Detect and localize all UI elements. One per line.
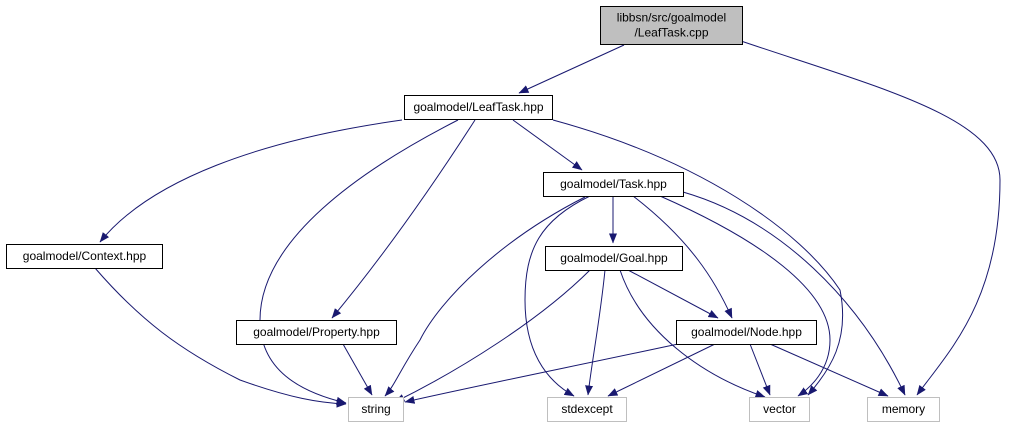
edge-leaftask_cpp-to-leaftask_hpp xyxy=(518,44,625,94)
edge-node_hpp-to-memory xyxy=(769,343,889,397)
node-box xyxy=(543,172,684,197)
node-box xyxy=(348,397,404,422)
edge-task_hpp-to-stdexcept xyxy=(524,195,591,397)
node-label: memory xyxy=(882,402,925,416)
node-property_hpp[interactable]: goalmodel/Property.hpp xyxy=(236,320,397,345)
node-label: goalmodel/LeafTask.hpp xyxy=(413,100,543,114)
edge-context_hpp-to-string xyxy=(94,267,347,408)
edge-leaftask_hpp-to-vector xyxy=(552,119,844,396)
node-box xyxy=(749,397,810,422)
edge-goal_hpp-to-node_hpp xyxy=(627,269,719,319)
node-leaftask_cpp[interactable]: libbsn/src/goalmodel/LeafTask.cpp xyxy=(600,6,743,45)
node-label: goalmodel/Property.hpp xyxy=(253,325,380,339)
node-label: goalmodel/Task.hpp xyxy=(560,177,667,191)
edge-goal_hpp-to-vector xyxy=(619,269,766,398)
node-stdexcept: stdexcept xyxy=(547,397,627,422)
edge-task_hpp-to-string xyxy=(384,196,586,397)
node-box xyxy=(547,397,627,422)
edge-property_hpp-to-string xyxy=(342,343,373,396)
edge-node_hpp-to-vector xyxy=(749,343,771,396)
node-node_hpp[interactable]: goalmodel/Node.hpp xyxy=(676,320,817,345)
node-label: string xyxy=(361,402,390,416)
node-label: stdexcept xyxy=(561,402,613,416)
edge-node_hpp-to-string xyxy=(404,343,679,404)
node-leaftask_hpp[interactable]: goalmodel/LeafTask.hpp xyxy=(404,95,553,120)
node-box xyxy=(6,244,163,269)
node-box xyxy=(676,320,817,345)
node-label: vector xyxy=(763,402,796,416)
edge-task_hpp-to-node_hpp xyxy=(632,195,733,319)
node-box xyxy=(236,320,397,345)
node-label: goalmodel/Context.hpp xyxy=(23,249,147,263)
edge-leaftask_hpp-to-context_hpp xyxy=(99,119,403,243)
node-label: goalmodel/Node.hpp xyxy=(691,325,802,339)
node-label: goalmodel/Goal.hpp xyxy=(560,251,668,265)
edge-task_hpp-to-vector xyxy=(659,195,831,397)
node-box xyxy=(404,95,553,120)
node-string: string xyxy=(348,397,404,422)
edge-leaftask_hpp-to-string xyxy=(259,119,459,405)
node-memory: memory xyxy=(867,397,940,422)
node-task_hpp[interactable]: goalmodel/Task.hpp xyxy=(543,172,684,197)
edge-leaftask_hpp-to-task_hpp xyxy=(512,119,583,171)
node-box xyxy=(545,246,683,271)
edge-leaftask_hpp-to-property_hpp xyxy=(331,119,476,319)
edge-task_hpp-to-memory xyxy=(682,191,906,396)
edges xyxy=(94,40,1001,408)
node-goal_hpp[interactable]: goalmodel/Goal.hpp xyxy=(545,246,683,271)
node-box xyxy=(600,6,743,45)
node-box xyxy=(867,397,940,422)
node-label: libbsn/src/goalmodel xyxy=(617,11,726,25)
node-label: /LeafTask.cpp xyxy=(634,26,708,40)
nodes: libbsn/src/goalmodel/LeafTask.cpp goalmod… xyxy=(6,6,940,422)
node-context_hpp[interactable]: goalmodel/Context.hpp xyxy=(6,244,163,269)
edge-goal_hpp-to-stdexcept xyxy=(585,269,606,396)
edge-goal_hpp-to-string xyxy=(394,269,591,403)
edge-leaftask_cpp-to-memory xyxy=(740,40,1001,396)
edge-node_hpp-to-stdexcept xyxy=(607,343,716,397)
node-vector: vector xyxy=(749,397,810,422)
